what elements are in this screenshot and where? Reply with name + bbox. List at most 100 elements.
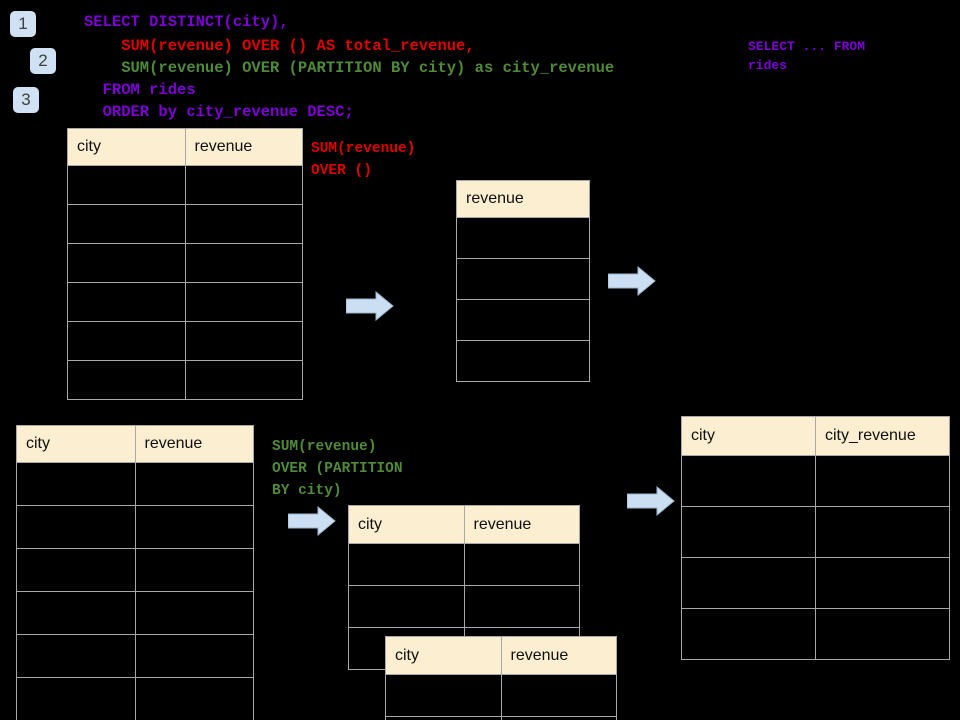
table-body xyxy=(348,543,580,670)
table-cell xyxy=(815,557,950,609)
table-row xyxy=(67,243,303,283)
table-cell xyxy=(456,258,590,300)
table-cell xyxy=(348,585,465,628)
table-header-row: city revenue xyxy=(385,636,617,675)
table-row xyxy=(348,543,580,586)
table-cell xyxy=(16,462,136,506)
column-header-revenue: revenue xyxy=(456,180,590,218)
table-cell xyxy=(16,548,136,592)
table-row xyxy=(681,455,950,507)
table-cell xyxy=(681,608,816,660)
table-cell xyxy=(681,455,816,507)
column-header-revenue: revenue xyxy=(500,636,617,675)
table-row xyxy=(67,282,303,322)
table-cell xyxy=(463,585,580,628)
rides-source-table-bottom: city revenue xyxy=(16,425,254,720)
arrow-rides-to-total xyxy=(345,290,394,322)
table-cell xyxy=(385,674,502,717)
sql-line-total-revenue: SUM(revenue) OVER () AS total_revenue, xyxy=(84,37,475,55)
table-row xyxy=(67,360,303,400)
table-cell xyxy=(67,165,186,205)
table-row xyxy=(456,217,590,259)
table-row xyxy=(681,506,950,558)
partition-table-front: city revenue xyxy=(348,505,580,670)
arrow-partition-to-result xyxy=(626,485,675,517)
table-cell xyxy=(134,634,254,678)
total-revenue-table: revenue xyxy=(456,180,590,382)
table-row xyxy=(16,505,254,549)
column-header-city: city xyxy=(16,425,136,463)
table-cell xyxy=(134,505,254,549)
table-cell xyxy=(184,243,303,283)
column-header-revenue: revenue xyxy=(134,425,254,463)
table-row xyxy=(67,321,303,361)
table-cell xyxy=(134,462,254,506)
table-header-row: city city_revenue xyxy=(681,416,950,456)
sql-line-order-by: ORDER by city_revenue DESC; xyxy=(84,103,354,121)
table-cell xyxy=(184,360,303,400)
step-badge-1: 1 xyxy=(10,11,36,37)
table-body xyxy=(681,455,950,660)
table-body xyxy=(67,165,303,400)
table-row xyxy=(385,674,617,717)
table-row xyxy=(67,165,303,205)
table-row xyxy=(456,340,590,382)
side-note-line-1: SELECT ... FROM xyxy=(748,39,866,54)
table-cell xyxy=(456,299,590,341)
table-row xyxy=(681,557,950,609)
table-row xyxy=(681,608,950,660)
arrow-total-to-result xyxy=(607,265,656,297)
table-cell xyxy=(67,204,186,244)
table-row xyxy=(16,591,254,635)
sql-line-from: FROM rides xyxy=(84,81,196,99)
annotation-total-revenue-line-2: OVER () xyxy=(311,163,372,179)
table-cell xyxy=(134,591,254,635)
table-cell xyxy=(16,505,136,549)
column-header-revenue: revenue xyxy=(463,505,580,544)
table-cell xyxy=(815,608,950,660)
table-cell xyxy=(500,716,617,720)
column-header-city: city xyxy=(67,128,186,166)
partition-table-back: city revenue xyxy=(385,636,617,720)
table-header-row: city revenue xyxy=(16,425,254,463)
sql-line-city-revenue: SUM(revenue) OVER (PARTITION BY city) as… xyxy=(84,59,615,77)
table-header-row: city revenue xyxy=(67,128,303,166)
table-cell xyxy=(16,677,136,720)
table-row xyxy=(456,299,590,341)
side-note-line-2: rides xyxy=(748,58,788,73)
column-header-city: city xyxy=(681,416,816,456)
sql-line-select-distinct: SELECT DISTINCT(city), xyxy=(84,13,289,31)
table-cell xyxy=(385,716,502,720)
table-cell xyxy=(348,543,465,586)
table-cell xyxy=(184,282,303,322)
step-badge-2: 2 xyxy=(30,48,56,74)
table-header-row: revenue xyxy=(456,180,590,218)
table-body xyxy=(456,217,590,382)
step-badge-3: 3 xyxy=(13,87,39,113)
table-row xyxy=(16,634,254,678)
table-cell xyxy=(67,243,186,283)
table-row xyxy=(16,548,254,592)
table-row xyxy=(16,462,254,506)
table-cell xyxy=(681,557,816,609)
column-header-city: city xyxy=(385,636,502,675)
table-header-row: city revenue xyxy=(348,505,580,544)
arrow-rides-to-partition xyxy=(287,505,336,537)
table-row xyxy=(16,677,254,720)
table-cell xyxy=(67,282,186,322)
table-cell xyxy=(184,204,303,244)
table-cell xyxy=(184,165,303,205)
table-cell xyxy=(134,677,254,720)
table-cell xyxy=(815,455,950,507)
table-row xyxy=(385,716,617,720)
table-cell xyxy=(500,674,617,717)
annotation-total-revenue-line-1: SUM(revenue) xyxy=(311,141,416,157)
table-cell xyxy=(681,506,816,558)
table-cell xyxy=(16,591,136,635)
rides-source-table-top: city revenue xyxy=(67,128,303,400)
table-cell xyxy=(463,543,580,586)
table-cell xyxy=(456,217,590,259)
column-header-revenue: revenue xyxy=(184,128,303,166)
table-cell xyxy=(134,548,254,592)
